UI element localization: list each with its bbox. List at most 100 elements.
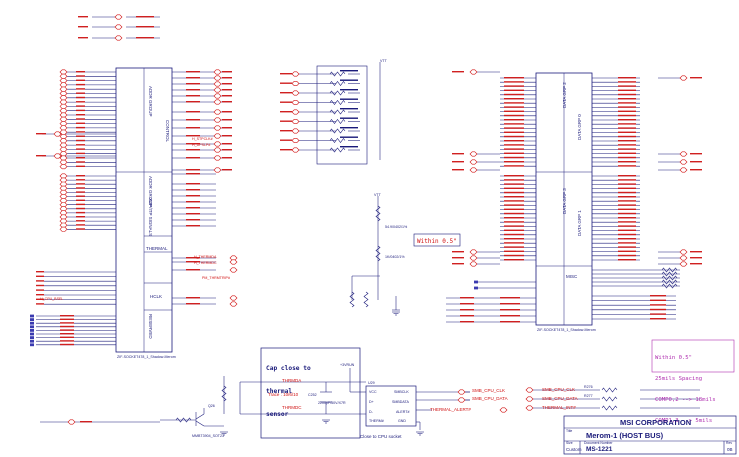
net-label-mark	[618, 233, 636, 236]
net-label-mark	[504, 140, 524, 142]
net-label-mark	[186, 269, 200, 271]
net-label-mark	[60, 329, 74, 331]
net-label-mark	[36, 303, 44, 305]
data-grp-3-label: DATA GRP 3	[562, 188, 567, 214]
net-port	[679, 261, 688, 267]
net-port	[59, 177, 68, 183]
net-port	[679, 75, 688, 81]
net-port	[525, 387, 534, 393]
spacing-note-box	[651, 339, 735, 373]
net-label-mark	[618, 148, 636, 150]
net-label-mark	[504, 250, 524, 252]
net-label-mark	[460, 309, 474, 311]
net-label-mark	[452, 169, 464, 171]
net-label-mark	[36, 133, 46, 135]
net-port	[213, 81, 222, 87]
net-label-mark	[186, 173, 200, 175]
pin-smbclk: SMBCLK	[394, 390, 409, 394]
net-label-mark	[76, 191, 85, 193]
net-label-mark	[650, 299, 666, 301]
net-label-mark	[36, 280, 44, 282]
resistor-symbol	[329, 71, 346, 77]
net-label-mark	[222, 149, 232, 151]
net-label-mark	[504, 123, 524, 125]
net-label-mark	[650, 313, 666, 315]
net-port	[679, 249, 688, 255]
res-val-mid: 54.9/0402/1%	[385, 225, 408, 229]
net-port	[469, 261, 478, 267]
pin-gnd: GND	[398, 419, 406, 423]
net-label-mark	[618, 217, 636, 219]
net-label-mark	[452, 263, 464, 265]
spacing-line-2: 25mils Spacing	[655, 376, 703, 382]
net-label-mark	[618, 152, 636, 154]
spacing-note: Within 0.5" 25mils Spacing COMP0,2 --> 1…	[655, 341, 716, 432]
net-label-mark	[78, 16, 88, 18]
net-port	[457, 397, 466, 403]
net-port	[59, 181, 68, 187]
net-port	[229, 259, 238, 265]
net-label-mark	[280, 130, 292, 132]
net-label-mark	[76, 157, 85, 159]
net-port	[469, 255, 478, 261]
h-dpslp-label: H_DPSLP#	[192, 143, 210, 147]
net-label-mark	[504, 89, 524, 91]
net-label-mark	[618, 85, 636, 87]
net-label-mark	[618, 93, 636, 96]
net-label-mark	[618, 225, 636, 227]
net-port	[59, 116, 68, 122]
net-label-mark	[186, 157, 200, 159]
net-label-mark	[618, 250, 636, 252]
net-label-mark	[618, 89, 636, 91]
part-name-left: ZIF-SOCKET478_1_Shadow-Merom	[117, 355, 176, 359]
net-label-mark	[504, 131, 524, 133]
net-port	[59, 151, 68, 157]
net-label-mark	[76, 131, 85, 133]
net-label-mark	[504, 179, 524, 181]
smb-clk-net-right: SMB_CPU_CLK	[542, 387, 575, 392]
size-label: Size	[566, 441, 573, 445]
net-label-mark	[76, 135, 85, 137]
net-label-mark	[76, 165, 85, 167]
net-port	[213, 117, 222, 123]
net-label-mark	[618, 81, 636, 83]
net-label-mark	[504, 175, 524, 177]
net-label-mark	[76, 207, 85, 210]
resistor-symbol	[329, 147, 346, 153]
net-label-mark	[618, 127, 636, 129]
net-label-mark	[60, 343, 74, 346]
resistor-symbol	[661, 279, 678, 285]
net-label-mark	[60, 336, 74, 338]
net-port	[59, 214, 68, 220]
net-label-mark	[340, 146, 358, 148]
title-label-title: Title	[566, 429, 573, 433]
net-label-mark	[76, 126, 85, 129]
test-point	[474, 280, 478, 284]
net-port	[291, 81, 300, 86]
net-port	[59, 82, 68, 88]
net-label-mark	[650, 304, 666, 306]
net-label-mark	[500, 309, 520, 311]
net-label-mark	[504, 254, 524, 257]
net-port	[499, 407, 508, 413]
net-label-mark	[618, 187, 636, 189]
net-port	[291, 138, 300, 143]
thermal-label: THERMAL	[146, 246, 168, 251]
net-label-mark	[504, 242, 524, 244]
net-label-mark	[76, 224, 85, 226]
net-port	[67, 419, 76, 425]
resistor-symbol	[601, 396, 618, 402]
net-label-mark	[76, 183, 85, 185]
net-label-mark	[618, 175, 636, 177]
net-label-mark	[460, 321, 474, 323]
net-label-mark	[690, 153, 702, 155]
spacing-line-1: Within 0.5"	[655, 355, 693, 361]
net-port	[59, 194, 68, 199]
net-label-mark	[76, 83, 85, 86]
reserved-label: RESERVED	[148, 314, 153, 339]
net-port	[291, 100, 300, 105]
net-label-mark	[618, 242, 636, 244]
data-grp-0-label: DATA GRP 0	[577, 114, 582, 140]
cap-close-note: Cap close to thermal sensor	[266, 350, 311, 426]
resistor-symbol	[375, 245, 381, 262]
